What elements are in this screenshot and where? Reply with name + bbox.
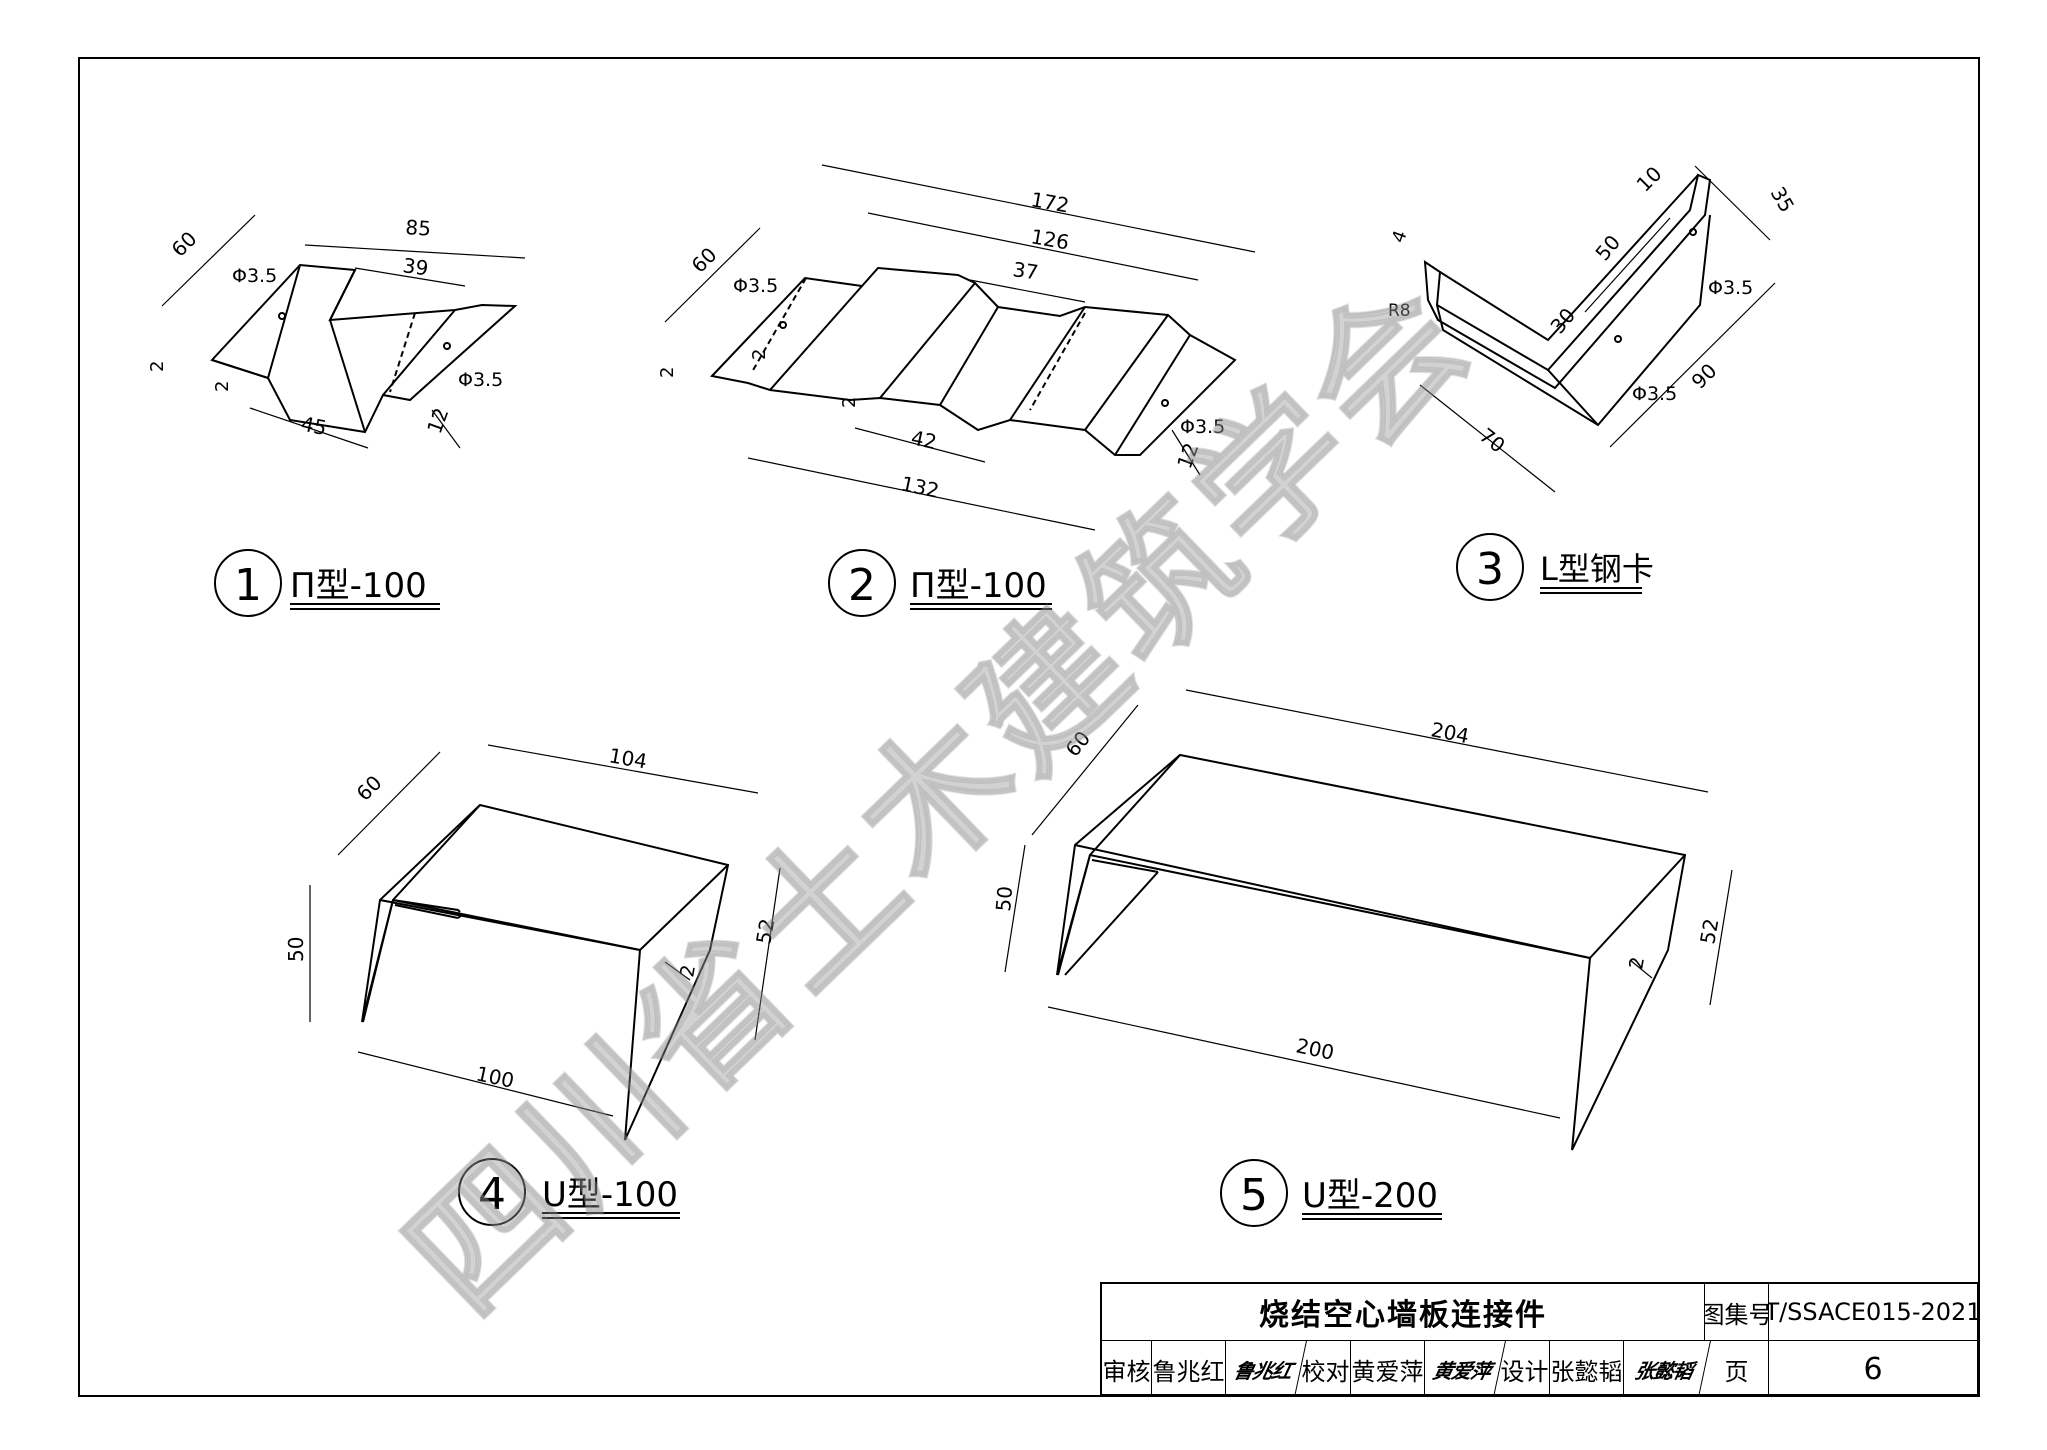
detail-3-dim-thickness: 4 [1388, 228, 1412, 246]
detail-4-dim-depth: 60 [352, 771, 387, 806]
detail-5-dim-top: 204 [1429, 717, 1471, 748]
detail-1-name: Π型-100 [290, 566, 427, 606]
detail-2-name: Π型-100 [910, 566, 1047, 606]
detail-5-dim-right-height: 52 [1695, 917, 1723, 946]
detail-1-number-circle [214, 549, 282, 617]
detail-5-dim-thickness: 2 [1625, 955, 1649, 971]
check-label: 校对 [1301, 1341, 1351, 1397]
detail-2-dim-thickness-b: 2 [749, 349, 770, 360]
detail-3-number-circle [1456, 533, 1524, 601]
title-block: 烧结空心墙板连接件 图集号 T/SSACE015-2021 审核 鲁兆红 鲁兆红… [1100, 1282, 1979, 1397]
detail-2-dim-overall: 172 [1029, 187, 1071, 217]
checker-signature: 黄爱萍 [1419, 1341, 1506, 1397]
detail-2-dim-thickness-a: 2 [657, 367, 678, 378]
atlas-label: 图集号 [1705, 1284, 1769, 1340]
detail-3-hole-b: Φ3.5 [1708, 277, 1753, 299]
detail-1-dim-channel-bottom: 45 [299, 411, 329, 440]
detail-4-dim-top: 104 [607, 743, 649, 773]
design-label: 设计 [1500, 1341, 1550, 1397]
detail-3-dim-radius: R8 [1388, 301, 1411, 321]
detail-5-drawing [1004, 689, 1733, 1151]
detail-3-dim-leg-long: 90 [1687, 359, 1722, 394]
page-number: 6 [1863, 1351, 1883, 1387]
title-block-row-bottom: 审核 鲁兆红 鲁兆红 校对 黄爱萍 黄爱萍 设计 张懿韬 张懿韬 页 6 [1102, 1340, 1977, 1397]
detail-2-number: 2 [848, 560, 876, 611]
detail-4-dim-bottom: 100 [474, 1061, 516, 1092]
detail-4-dim-right-height: 52 [751, 917, 779, 946]
detail-4-dim-thickness: 2 [676, 963, 700, 979]
detail-1-dim-thickness-b: 2 [212, 381, 233, 392]
sheet-border [78, 57, 1980, 1397]
detail-1-hole-b: Φ3.5 [458, 369, 503, 391]
detail-5-dim-bottom: 200 [1294, 1033, 1336, 1064]
detail-1-hole-a: Φ3.5 [232, 265, 277, 287]
detail-4-name: U型-100 [542, 1175, 678, 1215]
detail-3-name: L型钢卡 [1540, 550, 1654, 588]
detail-3-dim-top: 10 [1632, 162, 1667, 197]
atlas-number: T/SSACE015-2021 [1769, 1298, 1977, 1326]
title-block-row-top: 烧结空心墙板连接件 图集号 T/SSACE015-2021 [1102, 1284, 1977, 1340]
detail-5-name: U型-200 [1302, 1176, 1438, 1216]
checker-name: 黄爱萍 [1351, 1341, 1425, 1397]
detail-2-dim-channel-top: 37 [1011, 257, 1040, 284]
detail-3-hole-a: Φ3.5 [1632, 383, 1677, 405]
detail-3-number: 3 [1476, 544, 1504, 595]
drawing-title: 烧结空心墙板连接件 [1102, 1284, 1705, 1340]
detail-5-number: 5 [1240, 1170, 1268, 1221]
detail-1-drawing [161, 214, 526, 449]
detail-3-dim-leg-b: 30 [1545, 303, 1580, 338]
reviewer-signature: 鲁兆红 [1220, 1341, 1307, 1397]
page-label: 页 [1705, 1341, 1769, 1397]
designer-signature: 张懿韬 [1618, 1341, 1711, 1397]
detail-4-dim-left-height: 50 [284, 937, 308, 962]
detail-3-drawing [1419, 165, 1776, 493]
designer-name: 张懿韬 [1550, 1341, 1624, 1397]
detail-5-number-circle [1220, 1159, 1288, 1227]
detail-2-hole-a: Φ3.5 [733, 275, 778, 297]
detail-2-dim-channel-bottom: 42 [909, 425, 939, 454]
detail-2-hole-b: Φ3.5 [1180, 416, 1225, 438]
detail-2-drawing [664, 164, 1256, 531]
detail-1-dim-width-outer: 85 [405, 215, 432, 241]
detail-2-dim-base: 132 [899, 471, 941, 502]
detail-2-dim-inner: 126 [1029, 224, 1071, 254]
detail-2-dim-thickness-c: 2 [839, 397, 860, 408]
detail-4-number-circle [458, 1158, 526, 1226]
detail-4-number: 4 [478, 1169, 506, 1220]
reviewer-name: 鲁兆红 [1152, 1341, 1226, 1397]
detail-3-dim-depth-top: 35 [1766, 183, 1800, 217]
detail-5-dim-left-height: 50 [991, 885, 1017, 912]
detail-2-number-circle [828, 549, 896, 617]
detail-4-drawing [309, 744, 781, 1141]
detail-2-dim-depth: 60 [687, 243, 722, 278]
detail-1-dim-depth: 60 [167, 227, 202, 262]
review-label: 审核 [1102, 1341, 1152, 1397]
detail-1-number: 1 [234, 560, 262, 611]
detail-1-dim-channel-top: 39 [401, 253, 430, 280]
detail-1-dim-thickness-a: 2 [147, 361, 168, 372]
